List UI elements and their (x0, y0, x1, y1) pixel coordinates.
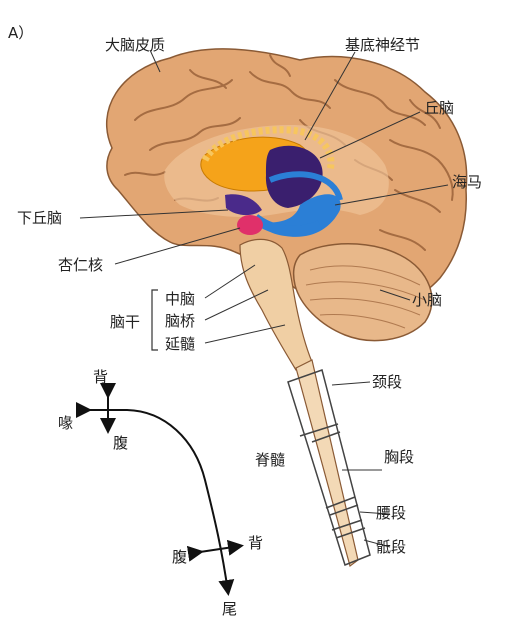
axis-label-ventral-top: 腹 (113, 434, 128, 452)
label-thoracic: 胸段 (384, 448, 414, 466)
label-lumbar: 腰段 (376, 504, 406, 522)
segment-dividers (299, 423, 366, 539)
amygdala (237, 215, 263, 235)
axis-label-ventral-bottom: 腹 (172, 548, 187, 566)
label-cerebral-cortex: 大脑皮质 (105, 36, 165, 54)
label-midbrain: 中脑 (165, 290, 195, 308)
leader-lines (79, 49, 449, 548)
label-basal-ganglia: 基底神经节 (345, 36, 420, 54)
label-thalamus: 丘脑 (424, 99, 454, 117)
panel-label: A） (8, 24, 33, 42)
axis-label-rostral: 喙 (58, 414, 73, 432)
cerebellum-folia (305, 265, 426, 329)
label-cerebellum: 小脑 (412, 291, 442, 309)
orientation-axes: 背 喙 腹 背 腹 尾 (58, 368, 263, 618)
label-spinal-cord: 脊髓 (255, 451, 285, 469)
cerebellum (292, 243, 433, 342)
brainstem (239, 238, 313, 371)
axis-dorsal-ventral-bottom (186, 539, 244, 562)
brainstem-bracket (151, 289, 158, 351)
axis-label-dorsal-bottom: 背 (248, 534, 263, 552)
label-pons: 脑桥 (165, 312, 195, 330)
label-cervical: 颈段 (372, 373, 402, 391)
axis-label-caudal: 尾 (222, 600, 237, 618)
label-medulla: 延髓 (165, 335, 195, 353)
label-hippocampus: 海马 (452, 173, 482, 191)
spinal-cord (287, 359, 371, 568)
label-hypothalamus: 下丘脑 (17, 209, 62, 227)
label-brainstem: 脑干 (110, 313, 140, 331)
label-sacral: 骶段 (376, 538, 406, 556)
axis-label-dorsal-top: 背 (93, 368, 108, 386)
label-amygdala: 杏仁核 (58, 256, 103, 274)
